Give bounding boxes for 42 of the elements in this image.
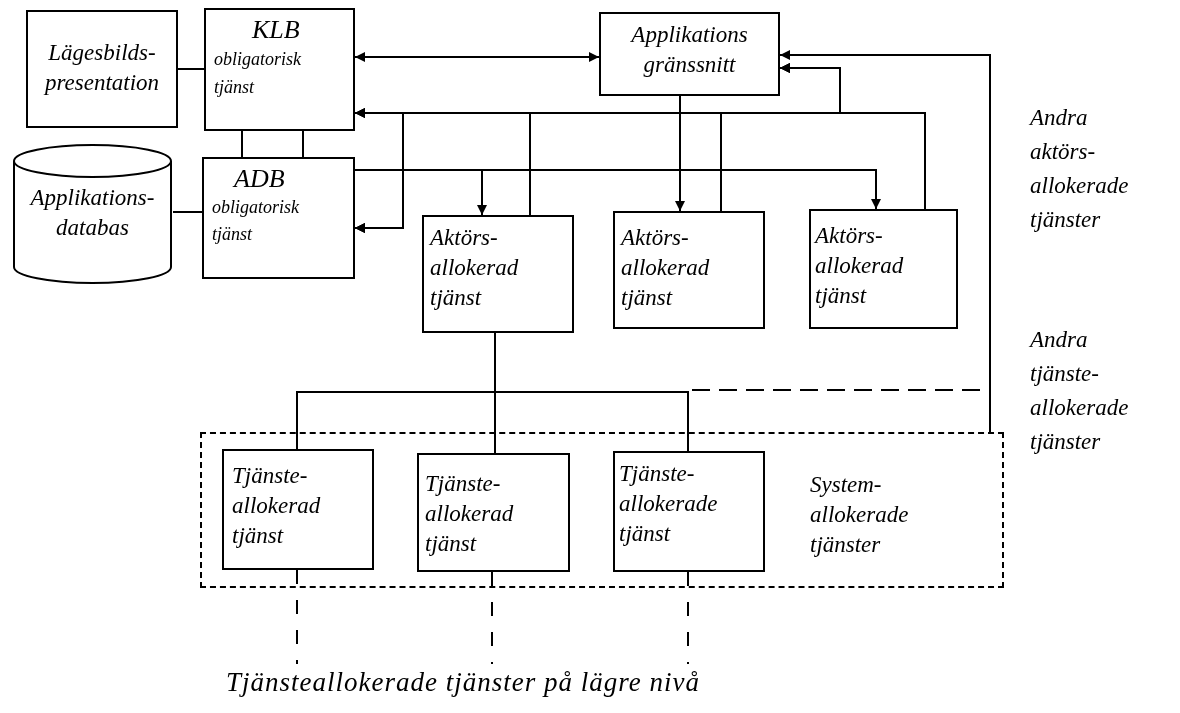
connector: [675, 95, 685, 212]
connector: [302, 130, 304, 158]
box-title: ADB: [231, 165, 286, 194]
box-label: obligatorisk tjänst: [212, 195, 300, 247]
box-label: Tjänste-allokerade tjänst: [619, 460, 719, 548]
connector: [491, 571, 493, 665]
box-label: Tjänste-allokerad tjänst: [425, 470, 515, 558]
box-label: Tjänste-allokerad tjänst: [232, 462, 322, 550]
process-box: [204, 8, 355, 131]
process-box: [613, 211, 765, 329]
process-box: [26, 10, 178, 128]
box-label: Aktörs-allokerad tjänst: [815, 222, 905, 310]
database-cylinder: [12, 143, 173, 285]
process-box: [202, 157, 355, 279]
side-note: Andra aktörs-allokerade tjänster: [1030, 104, 1130, 234]
box-title: KLB: [250, 16, 301, 45]
caption-text: Tjänsteallokerade tjänster på lägre nivå: [226, 664, 700, 700]
connector: [354, 169, 881, 210]
connector: [172, 211, 203, 213]
connector: [779, 50, 991, 433]
box-label: Lägesbilds-presentation: [42, 39, 161, 97]
process-box: [613, 451, 765, 572]
box-label: Aktörs-allokerad tjänst: [430, 224, 520, 312]
process-box: [417, 453, 570, 572]
box-label: Applikations gränssnitt: [629, 21, 749, 79]
group-box: [200, 432, 1004, 588]
connector: [494, 332, 689, 452]
connector: [354, 52, 600, 62]
group-label: System-allokerade tjänster: [810, 471, 910, 559]
box-label: Applikations-databas: [28, 184, 156, 242]
process-box: [422, 215, 574, 333]
box-label: Aktörs-allokerad tjänst: [621, 224, 711, 312]
connector: [296, 569, 298, 665]
connector: [779, 63, 926, 210]
connector: [241, 130, 243, 158]
process-box: [222, 449, 374, 570]
side-note: Andra tjänste-allokerade tjänster: [1030, 326, 1130, 456]
box-label: obligatorisk tjänst: [214, 47, 302, 100]
process-box: [809, 209, 958, 329]
process-box: [599, 12, 780, 96]
connector: [177, 68, 205, 70]
connector: [687, 571, 689, 665]
